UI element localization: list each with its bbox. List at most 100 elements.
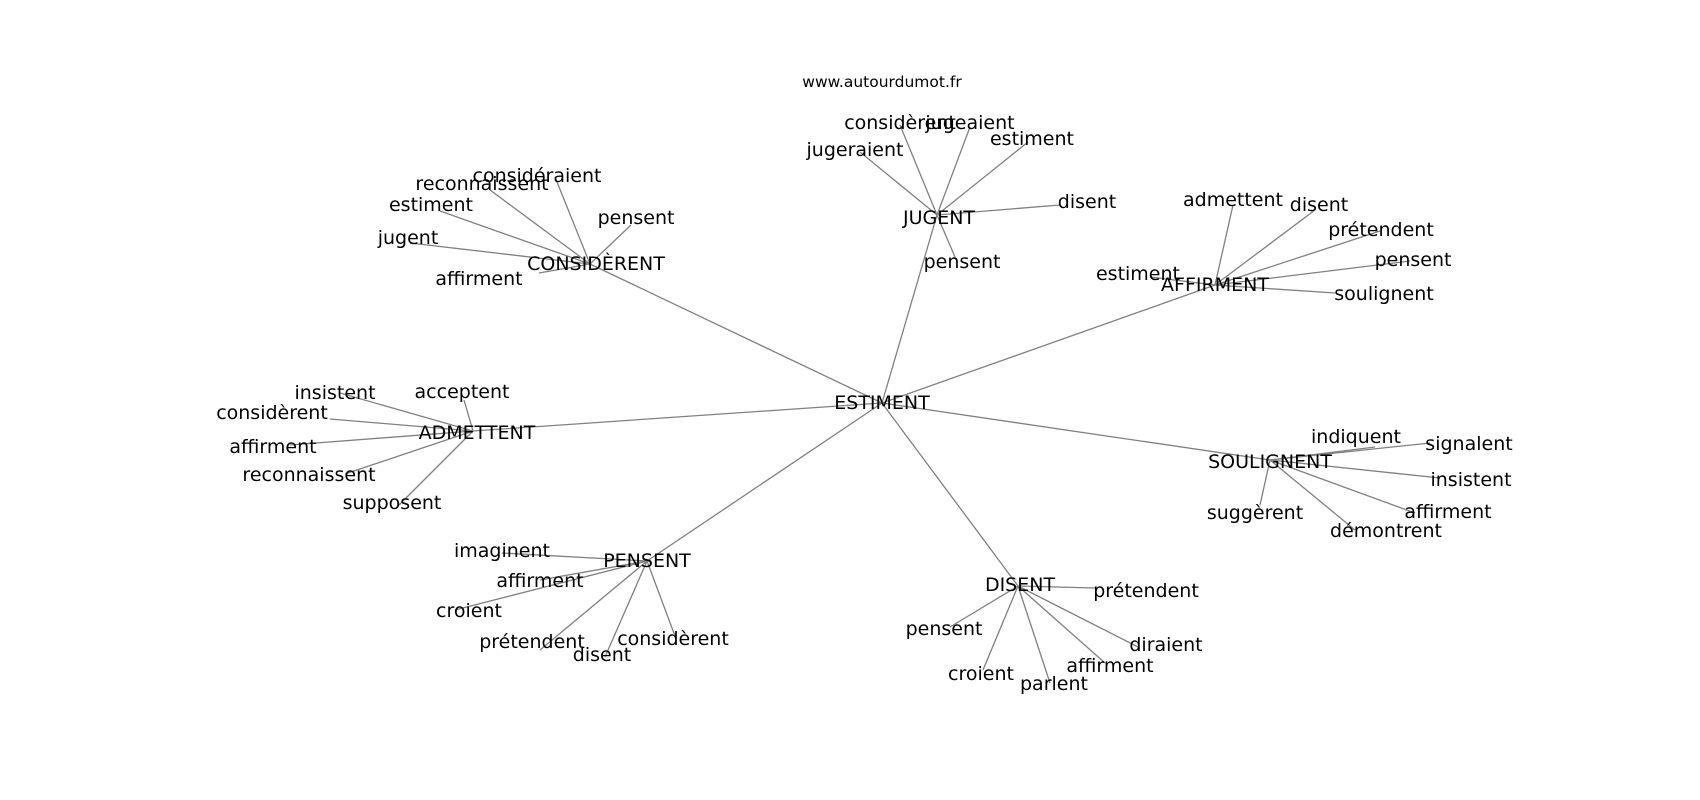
edge-soulignent-affirment	[1269, 459, 1416, 514]
leaf-node-affirment[interactable]: affirment	[1404, 501, 1491, 523]
edge-considerent-estiment	[439, 210, 591, 265]
hub-node-pensent[interactable]: PENSENT	[603, 550, 691, 572]
leaf-node-estiment[interactable]: estiment	[389, 194, 473, 216]
edge-admettent-affirment	[289, 430, 474, 446]
leaf-node-reconnaissent[interactable]: reconnaissent	[242, 464, 375, 486]
leaf-node-pensent[interactable]: pensent	[1375, 249, 1452, 271]
leaf-node-jugeraient[interactable]: jugeraient	[806, 139, 904, 161]
edge-disent-croient	[982, 585, 1019, 671]
leaf-node-consideraient[interactable]: considéraient	[473, 165, 602, 187]
leaf-node-affirment[interactable]: affirment	[229, 436, 316, 458]
edge-considerent-affirment	[538, 263, 591, 274]
leaf-node-imaginent[interactable]: imaginent	[454, 540, 550, 562]
edge-admettent-reconnaissent	[344, 430, 474, 475]
hub-node-considerent[interactable]: CONSIDÈRENT	[527, 252, 665, 275]
leaf-node-disent[interactable]: disent	[1058, 191, 1116, 213]
leaf-node-estiment[interactable]: estiment	[1096, 263, 1180, 285]
edge-jugent-pensent	[936, 214, 956, 258]
leaf-node-jugent[interactable]: jugent	[377, 227, 439, 249]
edge-admettent-considerent	[329, 418, 474, 432]
leaf-node-suggerent[interactable]: suggèrent	[1207, 502, 1303, 524]
hub-node-jugent[interactable]: JUGENT	[902, 207, 975, 229]
edge-center-considerent	[589, 263, 883, 404]
edge-considerent-jugent	[409, 242, 591, 265]
leaf-node-pretendent[interactable]: prétendent	[479, 631, 585, 653]
leaf-node-pretendent[interactable]: prétendent	[1328, 219, 1434, 241]
leaf-node-soulignent[interactable]: soulignent	[1334, 283, 1433, 305]
leaf-node-indiquent[interactable]: indiquent	[1311, 426, 1401, 448]
edge-pensent-disent	[604, 560, 648, 658]
edge-center-disent	[881, 402, 1019, 587]
leaf-node-pensent[interactable]: pensent	[598, 207, 675, 229]
leaf-node-considerent[interactable]: considèrent	[844, 112, 956, 134]
edge-pensent-croient	[454, 560, 648, 611]
edge-center-admettent	[472, 402, 883, 432]
leaf-node-pensent[interactable]: pensent	[906, 618, 983, 640]
edge-affirment-pretendent	[1214, 230, 1381, 286]
center-node-label[interactable]: ESTIMENT	[834, 392, 930, 414]
edge-center-jugent	[881, 214, 938, 404]
edge-soulignent-suggerent	[1259, 459, 1271, 506]
leaf-node-insistent[interactable]: insistent	[1430, 469, 1511, 491]
edge-disent-diraient	[1017, 585, 1141, 649]
site-watermark: www.autourdumot.fr	[802, 73, 962, 91]
leaf-node-croient[interactable]: croient	[948, 663, 1014, 685]
leaf-node-diraient[interactable]: diraient	[1129, 634, 1202, 656]
edge-disent-pretendent	[1017, 585, 1096, 589]
leaf-node-parlent[interactable]: parlent	[1020, 673, 1088, 695]
leaf-node-affirment[interactable]: affirment	[435, 268, 522, 290]
leaf-node-insistent[interactable]: insistent	[294, 382, 375, 404]
edge-considerent-pensent	[589, 224, 632, 265]
edge-admettent-insistent	[339, 392, 474, 432]
edge-pensent-imaginent	[501, 552, 648, 562]
edge-admettent-supposent	[398, 430, 474, 506]
edge-jugent-considerent	[899, 124, 938, 216]
leaf-node-croient[interactable]: croient	[436, 600, 502, 622]
leaf-node-jugeaient[interactable]: jugeaient	[924, 112, 1014, 134]
graph-edges	[289, 124, 1441, 684]
leaf-node-acceptent[interactable]: acceptent	[415, 381, 510, 403]
edge-pensent-affirment	[539, 560, 648, 581]
edge-considerent-reconnaissent	[489, 189, 591, 265]
edge-affirment-admettent	[1214, 204, 1234, 286]
edge-soulignent-insistent	[1269, 459, 1441, 479]
edge-center-affirment	[881, 284, 1216, 404]
leaf-node-signalent[interactable]: signalent	[1425, 433, 1512, 455]
leaf-node-pensent[interactable]: pensent	[924, 251, 1001, 273]
edge-considerent-consideraient	[554, 176, 591, 265]
graph-labels: www.autourdumot.fr ESTIMENT CONSIDÈRENT co…	[216, 73, 1513, 695]
leaf-node-considerent[interactable]: considèrent	[216, 402, 328, 424]
leaf-node-disent[interactable]: disent	[573, 644, 631, 666]
edge-disent-parlent	[1017, 585, 1051, 684]
hub-node-affirment[interactable]: AFFIRMENT	[1161, 274, 1269, 296]
hub-node-disent[interactable]: DISENT	[985, 574, 1056, 596]
leaf-node-admettent[interactable]: admettent	[1183, 189, 1283, 211]
edge-jugent-estiment	[936, 141, 1029, 216]
edge-admettent-acceptent	[463, 399, 474, 432]
edge-center-pensent	[646, 402, 883, 562]
edge-jugent-disent	[936, 204, 1061, 216]
leaf-node-disent[interactable]: disent	[1290, 194, 1348, 216]
edge-soulignent-demontrent	[1269, 459, 1356, 531]
leaf-node-considerent[interactable]: considèrent	[617, 628, 729, 650]
leaf-node-supposent[interactable]: supposent	[343, 492, 442, 514]
hub-node-soulignent[interactable]: SOULIGNENT	[1208, 451, 1332, 473]
edge-pensent-considerent	[646, 560, 676, 637]
leaf-node-demontrent[interactable]: démontrent	[1330, 520, 1442, 542]
leaf-node-affirment[interactable]: affirment	[1066, 655, 1153, 677]
edge-jugent-jugeaient	[936, 126, 971, 216]
edge-jugent-jugeraient	[859, 151, 938, 216]
edge-pensent-pretendent	[539, 560, 648, 651]
hub-node-admettent[interactable]: ADMETTENT	[419, 422, 536, 444]
leaf-node-estiment[interactable]: estiment	[990, 128, 1074, 150]
leaf-node-affirment[interactable]: affirment	[496, 570, 583, 592]
edge-affirment-disent	[1214, 209, 1316, 286]
edge-disent-pensent	[949, 585, 1019, 628]
leaf-node-reconnaissent[interactable]: reconnaissent	[415, 173, 548, 195]
edge-affirment-estiment	[1149, 276, 1216, 286]
edge-center-soulignent	[881, 402, 1271, 461]
edge-affirment-soulignent	[1214, 284, 1336, 294]
leaf-node-pretendent[interactable]: prétendent	[1093, 580, 1199, 602]
edge-soulignent-signalent	[1269, 442, 1431, 461]
